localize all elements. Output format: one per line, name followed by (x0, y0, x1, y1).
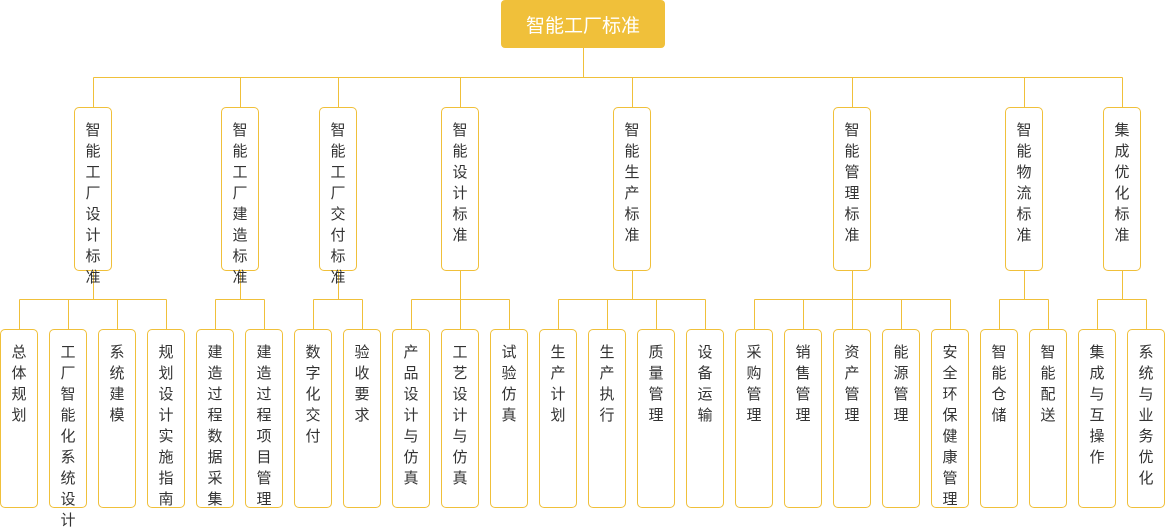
leaf-label: 设备运输 (697, 343, 713, 424)
leaf-label: 产品设计与仿真 (403, 343, 419, 487)
category-node: 智能设计标准 (441, 107, 479, 271)
category-label: 智能生产标准 (624, 121, 640, 244)
leaf-node: 工厂智能化系统设计 (49, 329, 87, 529)
leaf-node: 试验仿真 (490, 329, 528, 508)
leaf-label: 资产管理 (844, 343, 860, 424)
leaf-label: 数字化交付 (305, 343, 321, 445)
leaf-label: 安全环保健康管理 (942, 343, 958, 508)
category-label: 智能工厂设计标准 (85, 121, 101, 286)
category-label: 智能物流标准 (1016, 121, 1032, 244)
leaf-label: 生产计划 (550, 343, 566, 424)
leaf-node: 系统与业务优化 (1127, 329, 1165, 508)
connector-lines (19, 48, 1147, 329)
category-node: 智能工厂设计标准 (74, 107, 112, 286)
leaf-node: 总体规划 (0, 329, 38, 508)
leaf-label: 集成与互操作 (1089, 343, 1105, 466)
leaf-label: 销售管理 (795, 343, 811, 424)
category-label: 智能设计标准 (452, 121, 468, 244)
leaf-label: 质量管理 (648, 343, 664, 424)
leaf-node: 生产执行 (588, 329, 626, 508)
leaf-label: 建造过程项目管理 (256, 343, 272, 508)
category-node: 集成优化标准 (1103, 107, 1141, 271)
leaf-node: 智能配送 (1029, 329, 1067, 508)
leaf-node: 验收要求 (343, 329, 381, 508)
category-node: 智能管理标准 (833, 107, 871, 271)
leaf-node: 规划设计实施指南 (147, 329, 185, 508)
leaf-node: 智能仓储 (980, 329, 1018, 508)
category-label: 智能工厂建造标准 (232, 121, 248, 286)
leaf-label: 工厂智能化系统设计 (60, 343, 76, 529)
leaf-node: 建造过程项目管理 (245, 329, 283, 508)
leaf-node: 集成与互操作 (1078, 329, 1116, 508)
category-label: 智能管理标准 (844, 121, 860, 244)
leaf-node: 能源管理 (882, 329, 920, 508)
category-node: 智能物流标准 (1005, 107, 1043, 271)
category-node: 智能工厂建造标准 (221, 107, 259, 286)
root-node: 智能工厂标准 (501, 0, 665, 48)
root-label: 智能工厂标准 (525, 14, 640, 37)
category-label: 集成优化标准 (1114, 121, 1130, 244)
leaf-node: 工艺设计与仿真 (441, 329, 479, 508)
leaf-label: 试验仿真 (501, 343, 517, 424)
leaf-label: 验收要求 (354, 343, 370, 424)
leaf-label: 采购管理 (746, 343, 762, 424)
leaf-node: 生产计划 (539, 329, 577, 508)
leaf-label: 系统建模 (109, 343, 125, 424)
category-node: 智能工厂交付标准 (319, 107, 357, 286)
leaf-node: 质量管理 (637, 329, 675, 508)
leaf-node: 资产管理 (833, 329, 871, 508)
leaf-label: 总体规划 (11, 343, 27, 424)
leaf-label: 能源管理 (893, 343, 909, 424)
leaf-label: 系统与业务优化 (1138, 343, 1154, 487)
leaf-label: 生产执行 (599, 343, 615, 424)
leaf-node: 产品设计与仿真 (392, 329, 430, 508)
leaf-node: 数字化交付 (294, 329, 332, 508)
leaf-label: 智能仓储 (991, 343, 1007, 424)
leaf-node: 设备运输 (686, 329, 724, 508)
leaf-label: 智能配送 (1040, 343, 1056, 424)
leaf-node: 建造过程数据采集 (196, 329, 234, 508)
leaf-label-columns: 工厂智能化系统设计 (60, 342, 76, 529)
leaf-label: 规划设计实施指南 (158, 343, 174, 508)
category-label: 智能工厂交付标准 (330, 121, 346, 286)
leaf-node: 安全环保健康管理 (931, 329, 969, 508)
leaf-label: 工艺设计与仿真 (452, 343, 468, 487)
category-node: 智能生产标准 (613, 107, 651, 271)
leaf-node: 采购管理 (735, 329, 773, 508)
leaf-label: 建造过程数据采集 (207, 343, 223, 508)
leaf-node: 系统建模 (98, 329, 136, 508)
leaf-node: 销售管理 (784, 329, 822, 508)
